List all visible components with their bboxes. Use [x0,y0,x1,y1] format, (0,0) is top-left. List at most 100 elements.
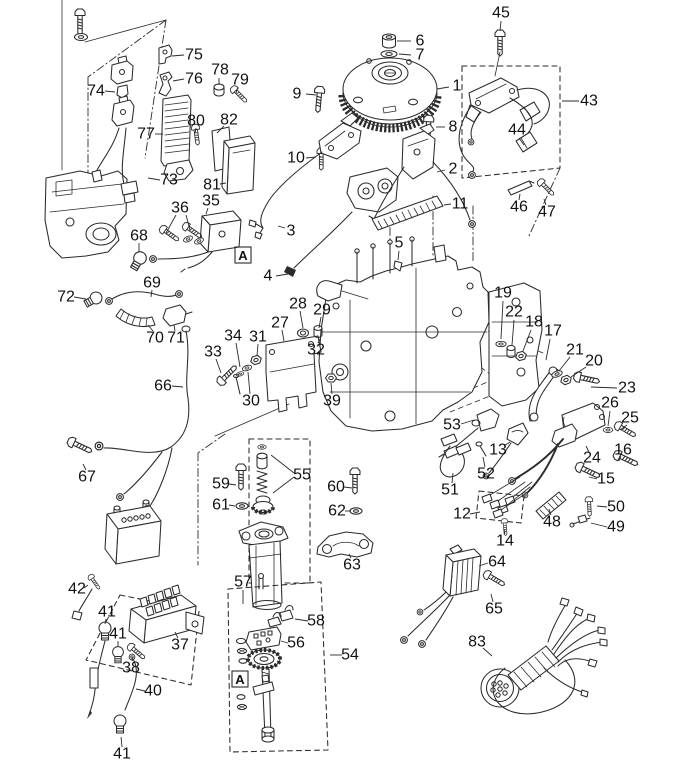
part-number-9-3: 9 [293,86,302,103]
leader-line-12 [469,511,481,515]
part-number-23-50: 23 [618,380,636,397]
leader-line-70 [147,324,154,332]
part-number-58-82: 58 [307,613,325,630]
leader-line-56 [280,640,289,644]
part-number-24-53: 24 [583,450,601,467]
leader-line-9 [305,93,317,96]
leader-line-83 [482,647,493,657]
leader-line-42 [83,584,89,589]
leader-line-29 [318,316,322,329]
leader-line-27 [281,329,285,342]
part-number-60-78: 60 [327,479,345,496]
leader-line-66 [171,385,184,388]
part-number-61-76: 61 [212,497,230,514]
part-number-42-68: 42 [68,581,86,598]
part-number-55-77: 55 [293,467,311,484]
leader-line-36 [185,214,191,231]
part-number-36-21: 36 [171,200,189,217]
part-number-30-38: 30 [242,393,260,410]
part-number-39-43: 39 [323,393,341,410]
leader-line-19 [500,300,504,340]
leader-line-22 [511,319,515,346]
part-number-46-27: 46 [510,199,528,216]
rectifier-group [400,544,508,648]
part-number-34-36: 34 [224,328,242,345]
leader-line-79 [235,86,239,94]
part-number-43-7: 43 [580,93,598,110]
leader-line-28 [299,310,304,329]
leader-line-16 [618,455,622,462]
leader-line-80 [194,127,197,134]
part-number-33-35: 33 [204,344,222,361]
leader-line-64 [478,562,489,567]
part-number-81-18: 81 [203,177,221,194]
leader-line-25 [619,424,628,431]
leader-line-14 [503,528,506,535]
leader-line-17 [545,338,551,361]
part-number-76-11: 76 [185,71,203,88]
part-number-41-69: 41 [98,604,116,621]
part-number-32-42: 32 [307,342,325,359]
part-number-63-80: 63 [343,557,361,574]
part-number-82-15: 82 [220,112,238,129]
part-number-14-64: 14 [496,533,514,550]
leader-line-36 [165,214,177,234]
leader-line-55 [272,476,295,494]
part-number-59-75: 59 [212,476,230,493]
part-number-54-84: 54 [341,647,359,664]
leader-line-1 [436,86,450,90]
leader-line-65 [490,593,494,603]
mounting-bracket-group [214,325,338,413]
linkage-group [495,340,602,422]
part-number-10-9: 10 [287,150,305,167]
part-number-6-0: 6 [416,33,425,50]
part-number-71-32: 71 [167,330,185,347]
part-number-3-23: 3 [287,223,296,240]
view-letter-box-1 [231,670,249,688]
leader-line-59 [228,483,237,486]
leader-line-40 [135,688,146,692]
part-number-68-22: 68 [130,228,148,245]
part-number-13-57: 13 [489,442,507,459]
leader-line-41 [104,618,107,625]
leader-line-33 [215,358,222,374]
view-letter-box-0 [234,246,252,264]
leader-line-3 [277,225,286,229]
part-number-21-48: 21 [566,342,584,359]
part-number-80-16: 80 [187,113,205,130]
leader-line-67 [82,463,87,471]
leader-line-44 [518,137,525,146]
wire-harness-group [480,597,608,715]
part-number-11-26: 11 [452,196,469,213]
leader-line-32 [317,338,321,344]
part-number-65-66: 65 [485,601,503,618]
part-number-66-33: 66 [154,378,172,395]
part-number-37-71: 37 [171,637,189,654]
leader-line-34 [235,342,241,368]
part-number-44-8: 44 [508,122,526,139]
leader-line-26 [607,410,611,427]
part-number-51-59: 51 [441,482,459,499]
leader-line-30 [247,371,251,395]
engine-block-drawing [316,236,543,432]
part-number-77-17: 77 [137,126,155,143]
leader-line-72 [73,296,87,300]
part-number-74-12: 74 [87,83,105,100]
leader-line-45 [499,20,502,32]
leader-line-11 [443,203,452,206]
leader-line-75 [171,54,185,57]
part-number-83-67: 83 [468,634,486,651]
part-number-29-41: 29 [313,302,331,319]
part-number-27-39: 27 [271,315,289,332]
part-number-28-40: 28 [289,296,307,313]
part-number-79-14: 79 [231,72,249,89]
part-number-8-5: 8 [449,119,458,136]
leader-line-37 [174,631,179,639]
leader-line-82 [216,125,225,134]
crankcase-drawing [44,170,128,259]
part-number-45-2: 45 [492,5,510,22]
part-number-72-29: 72 [57,289,75,306]
part-number-12-60: 12 [453,506,471,523]
